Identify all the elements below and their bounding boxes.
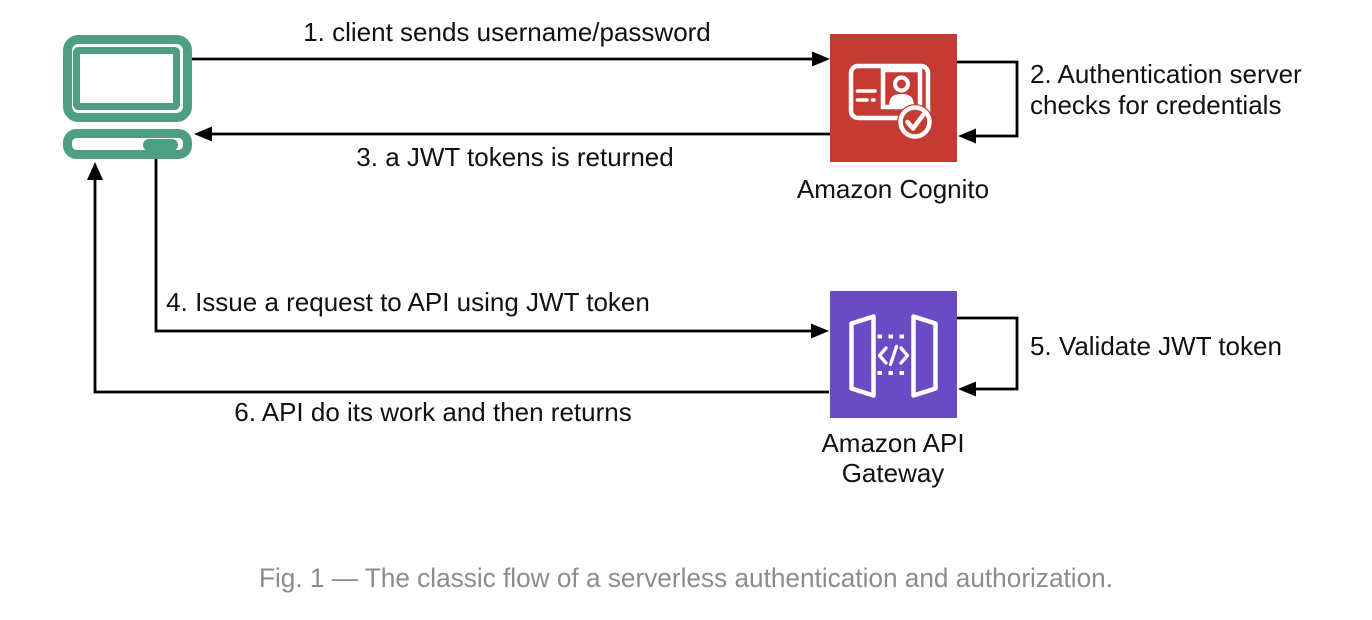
arrow-step5-loop bbox=[957, 316, 1019, 391]
api-gateway-label-line2: Gateway bbox=[841, 458, 945, 488]
step6-label: 6. API do its work and then returns bbox=[234, 397, 632, 427]
person-head bbox=[893, 75, 910, 93]
step2-label: 2. Authentication server checks for cred… bbox=[1030, 59, 1302, 121]
arrow-step2-head bbox=[958, 128, 976, 144]
api-gateway-label: Amazon API Gateway bbox=[821, 428, 964, 488]
arrow-step3-head bbox=[194, 126, 212, 142]
flow-arrows bbox=[87, 51, 1019, 397]
id-card bbox=[848, 63, 931, 121]
id-card-check-icon bbox=[848, 63, 933, 140]
step2-label-line1: 2. Authentication server bbox=[1030, 59, 1302, 89]
arrow-step4-head bbox=[811, 323, 829, 339]
code-icon bbox=[877, 344, 910, 367]
gateway-right-panel bbox=[911, 314, 938, 398]
gateway-left-panel bbox=[849, 314, 876, 398]
step5-label: 5. Validate JWT token bbox=[1030, 331, 1282, 361]
api-gateway-node bbox=[830, 291, 957, 418]
cognito-node bbox=[830, 34, 957, 162]
gateway-code-icon bbox=[849, 314, 938, 398]
step3-label: 3. a JWT tokens is returned bbox=[356, 142, 674, 172]
arrow-step5-head bbox=[958, 381, 976, 397]
api-gateway-label-line1: Amazon API bbox=[821, 428, 965, 458]
step4-label: 4. Issue a request to API using JWT toke… bbox=[166, 287, 650, 317]
check-mark bbox=[905, 112, 926, 131]
computer-monitor-icon bbox=[63, 35, 192, 159]
check-circle bbox=[898, 105, 932, 139]
step1-label: 1. client sends username/password bbox=[303, 17, 711, 47]
arrow-step4-path bbox=[154, 158, 812, 333]
arrow-step6-head bbox=[87, 162, 103, 180]
step2-label-line2: checks for credentials bbox=[1030, 90, 1282, 120]
cognito-label: Amazon Cognito bbox=[796, 174, 990, 204]
figure-caption: Fig. 1 — The classic flow of a serverles… bbox=[258, 563, 1114, 593]
computer-base-slot bbox=[143, 139, 178, 151]
arrow-step2-loop bbox=[957, 60, 1019, 138]
arrow-step6-path bbox=[93, 180, 829, 394]
monitor-screen bbox=[73, 47, 180, 110]
person-shoulders bbox=[889, 94, 914, 107]
arrow-step1-head bbox=[812, 51, 830, 67]
id-card-text-lines bbox=[855, 89, 877, 102]
